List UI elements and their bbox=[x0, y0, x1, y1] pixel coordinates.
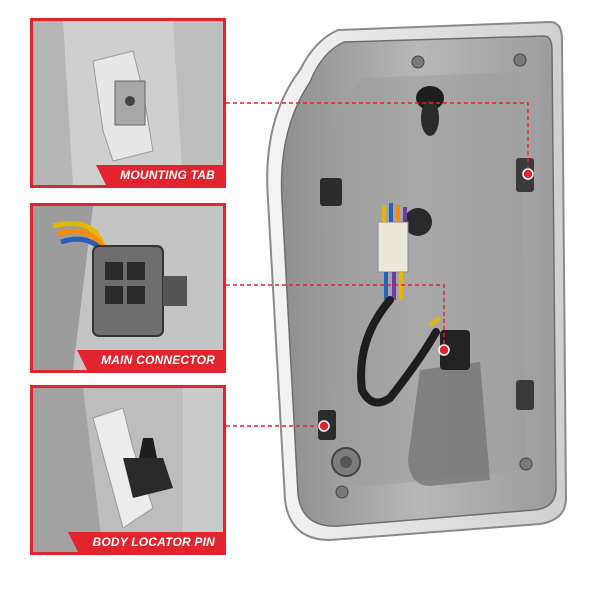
main-connector-marker bbox=[438, 344, 450, 356]
main-connector-photo bbox=[33, 206, 223, 370]
body-locator-pin-label: BODY LOCATOR PIN bbox=[68, 532, 223, 552]
body-locator-pin-marker bbox=[318, 420, 330, 432]
mounting-tab-panel: MOUNTING TAB bbox=[30, 18, 226, 188]
main-connector-label: MAIN CONNECTOR bbox=[77, 350, 223, 370]
mounting-tab-photo bbox=[33, 21, 223, 185]
mounting-tab-label: MOUNTING TAB bbox=[96, 165, 223, 185]
mounting-tab-marker bbox=[522, 168, 534, 180]
main-connector-panel: MAIN CONNECTOR bbox=[30, 203, 226, 373]
body-locator-pin-panel: BODY LOCATOR PIN bbox=[30, 385, 226, 555]
body-locator-pin-photo bbox=[33, 388, 223, 552]
leader-lines bbox=[226, 102, 529, 427]
